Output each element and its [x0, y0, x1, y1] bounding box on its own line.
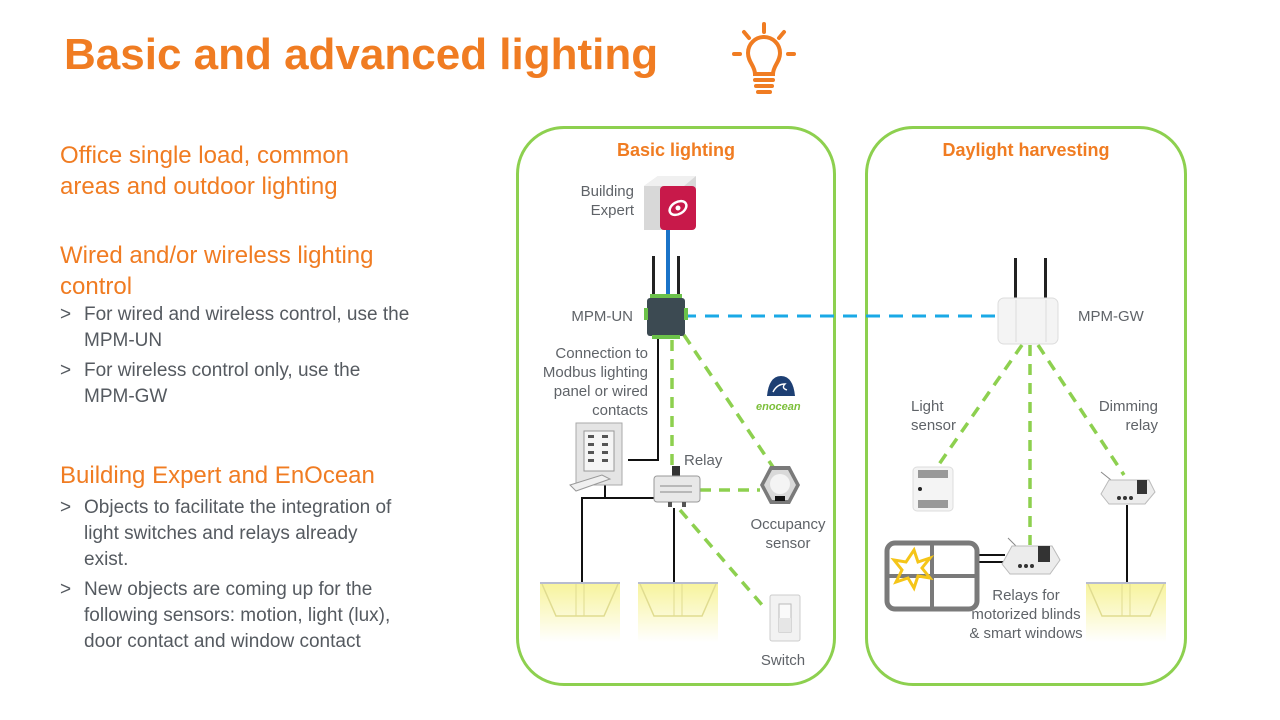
wireless-link-switch [678, 508, 765, 608]
panel-title-basic: Basic lighting [616, 140, 735, 160]
label-light-sensor: Light sensor [911, 398, 957, 434]
lamp-fixture-icon [540, 582, 620, 642]
wireless-link-occupancy [682, 334, 777, 471]
label-mpm-un: MPM-UN [571, 308, 633, 325]
dimming-relay-icon[interactable] [1099, 471, 1157, 508]
bullet-list-objects: Objects to facilitate the integration of… [60, 495, 400, 659]
label-switch: Switch [760, 652, 806, 669]
bullet-list-control: For wired and wireless control, use the … [60, 302, 410, 414]
relay-device-icon[interactable] [652, 466, 702, 508]
smart-window-icon[interactable] [884, 540, 980, 612]
panel-daylight-harvesting [865, 126, 1187, 686]
occupancy-sensor-icon[interactable] [760, 464, 800, 506]
panel-title-daylight: Daylight harvesting [942, 140, 1110, 160]
bullet-item: Objects to facilitate the integration of… [60, 495, 400, 573]
mpm-gw-device-icon[interactable] [996, 258, 1060, 348]
page-title: Basic and advanced lighting [64, 30, 659, 79]
wired-link-lamp1 [581, 480, 606, 588]
heading-wired-wireless: Wired and/or wireless lighting control [60, 242, 374, 300]
label-dimming-relay: Dimming relay [1098, 398, 1158, 434]
light-sensor-icon[interactable] [912, 466, 954, 512]
lamp-fixture-icon [1086, 582, 1166, 642]
enocean-logo-icon [767, 376, 795, 396]
heading-building-expert: Building Expert and EnOcean [60, 462, 375, 489]
blinds-relay-icon[interactable] [1000, 537, 1062, 578]
building-expert-device-icon[interactable] [640, 172, 698, 234]
label-building-expert: Building Expert [580, 183, 634, 219]
heading-office: Office single load, common areas and out… [60, 142, 350, 200]
wired-link-panel [628, 336, 659, 461]
lighting-panel-icon[interactable] [569, 422, 626, 493]
bullet-item: For wired and wireless control, use the … [60, 302, 410, 354]
enocean-logo-text: enocean [756, 401, 801, 413]
label-blinds-relays: Relays for motorized blinds & smart wind… [969, 587, 1083, 642]
light-switch-icon[interactable] [769, 594, 801, 642]
label-modbus-connection: Connection to Modbus lighting panel or w… [542, 345, 648, 419]
wireless-link-dimming-relay [1036, 344, 1126, 476]
panel-basic-lighting [516, 126, 836, 686]
lamp-fixture-icon [638, 582, 718, 642]
lightbulb-icon [732, 22, 796, 94]
wireless-link-light-sensor [933, 344, 1024, 471]
label-occupancy-sensor: Occupancy sensor [750, 516, 826, 552]
bullet-item: For wireless control only, use the MPM-G… [60, 358, 410, 410]
mpm-un-device-icon[interactable] [644, 256, 688, 342]
label-mpm-gw: MPM-GW [1078, 308, 1144, 325]
label-relay: Relay [684, 452, 723, 469]
bullet-item: New objects are coming up for the follow… [60, 577, 400, 655]
